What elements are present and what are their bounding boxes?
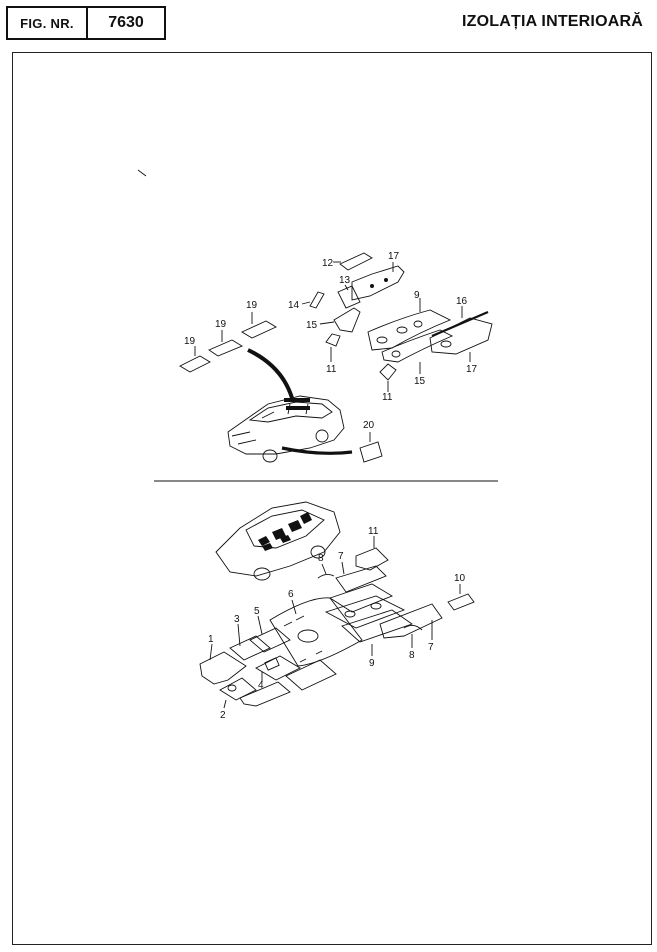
part-3 [229,635,271,661]
car-bottom-illustration [215,501,341,581]
part-9-b [324,595,406,629]
callout-label: 1 [208,634,214,645]
part-19-c [241,320,277,339]
callout-label: 19 [184,336,196,347]
figure-number: 7630 [108,14,144,31]
part-7-a [335,565,387,593]
callout-label: 15 [414,376,426,387]
part-15-top [333,307,361,333]
part-14 [309,291,325,309]
callout-label: 8 [409,650,415,661]
callout-label: 8 [318,553,324,564]
callout-label: 4 [258,680,264,691]
part-4-a [255,655,301,681]
part-11-a [325,333,341,347]
part-12 [339,252,373,271]
part-19-a [179,355,211,373]
callout-label: 7 [338,551,344,562]
callout-label: 14 [288,300,300,311]
callout-label: 16 [456,296,468,307]
part-6 [269,597,363,667]
callout-labels-top: 12 17 13 14 19 19 19 15 9 16 11 11 15 17… [184,251,478,431]
callout-label: 3 [234,614,240,625]
figure-number-box: FIG. NR. 7630 [6,6,166,40]
callout-label: 11 [382,392,393,403]
callout-sweep-door [281,446,353,455]
part-17-top [351,265,405,301]
callout-label: 17 [466,364,478,375]
callout-label: 7 [428,642,434,653]
callout-label: 11 [326,364,337,375]
part-8-b [403,625,423,631]
page-title: IZOLAȚIA INTERIOARĂ [462,13,643,30]
callout-label: 2 [220,710,226,721]
part-4-b [285,659,337,691]
diagram-frame [12,52,652,945]
part-2-b [239,681,291,707]
callout-label: 5 [254,606,260,617]
callout-label: 10 [454,573,466,584]
callout-label: 11 [368,526,379,537]
car-top-illustration [227,395,345,463]
callout-label: 13 [339,275,351,286]
part-9-top [367,309,452,351]
figure-label: FIG. NR. [8,8,88,38]
callout-label: 6 [288,589,294,600]
part-9-c [341,609,413,643]
part-20 [359,441,383,463]
part-11-bottom [355,547,389,571]
part-5 [249,627,291,653]
callout-labels-bottom: 11 8 7 6 10 3 5 1 9 8 7 4 2 [208,526,466,721]
part-17-right [429,317,493,355]
part-9-a [328,583,394,613]
callout-sweep-roof [247,348,294,399]
callout-label: 20 [363,420,375,431]
part-8-a [317,573,335,579]
part-19-b [208,339,243,357]
part-2-a [219,677,257,701]
callout-label: 19 [215,319,227,330]
stray-mark [137,169,147,177]
callout-label: 17 [388,251,400,262]
part-10 [447,593,475,611]
callout-label: 9 [414,290,420,301]
part-1 [199,651,247,685]
part-7-b [379,603,443,639]
callout-label: 15 [306,320,318,331]
callout-label: 12 [322,258,334,269]
callout-label: 9 [369,658,375,669]
part-11-b [379,363,397,381]
callout-label: 19 [246,300,258,311]
part-13 [337,285,361,309]
